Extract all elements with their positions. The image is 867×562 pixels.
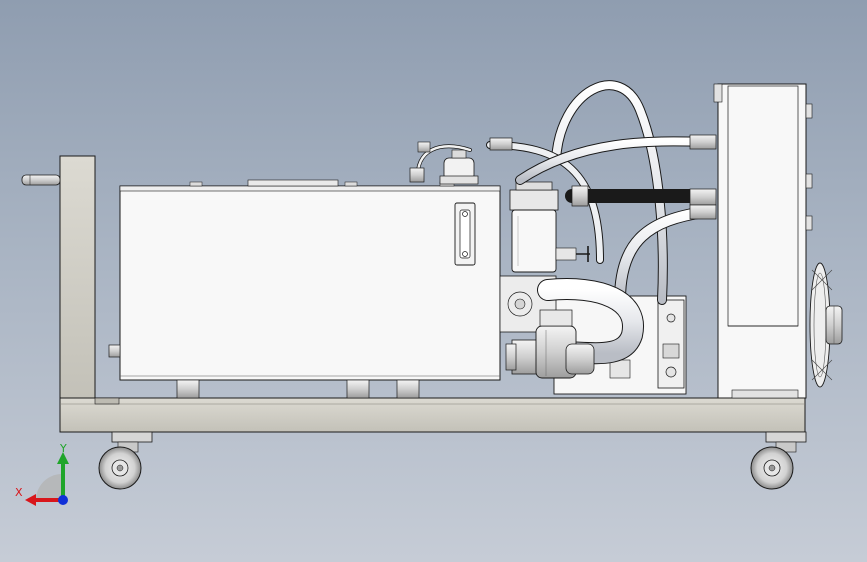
oil-tank <box>119 179 501 381</box>
axis-triad: Y X <box>15 442 69 506</box>
breather-cap <box>439 149 479 185</box>
push-handle-bar <box>21 174 61 186</box>
tank-feet <box>176 379 420 399</box>
caster-left <box>98 431 153 490</box>
handle-upright <box>59 155 120 405</box>
hose-fittings <box>409 134 717 220</box>
level-gauge <box>454 202 476 266</box>
cooling-fan <box>809 262 843 388</box>
z-axis-dot <box>58 495 68 505</box>
caster-right <box>750 431 807 490</box>
tank-drain-plug <box>108 344 121 358</box>
suction-valve <box>505 309 595 379</box>
return-filter <box>509 181 590 273</box>
y-axis-label: Y <box>59 442 67 455</box>
radiator-cooler <box>713 83 813 399</box>
base-frame <box>59 397 806 433</box>
x-axis-label: X <box>15 486 23 499</box>
